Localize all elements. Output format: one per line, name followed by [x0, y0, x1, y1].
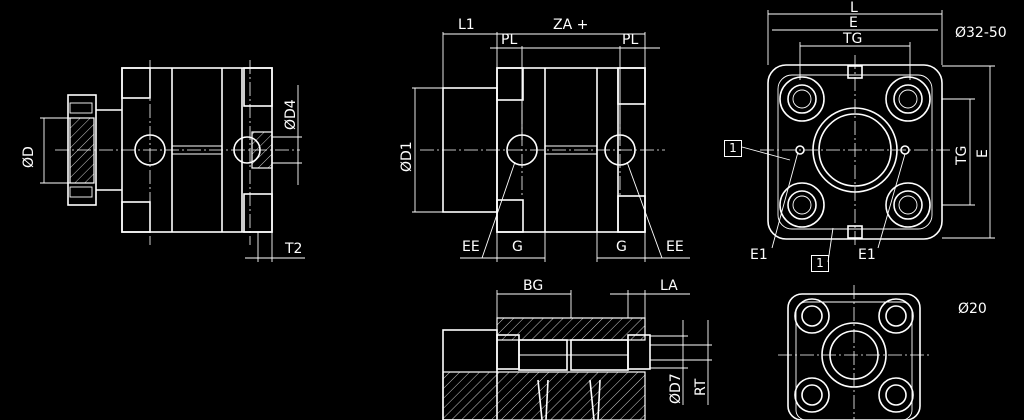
label-ee-left: EE	[462, 239, 480, 255]
label-diam-range: Ø32-50	[955, 25, 1007, 41]
callout-item-bottom: 1	[811, 255, 829, 272]
label-d4: ØD4	[283, 99, 299, 130]
label-pl-right: PL	[622, 32, 639, 48]
label-g-right: G	[616, 239, 627, 255]
front-view-middle	[412, 32, 690, 262]
label-e-side: E	[975, 149, 991, 158]
label-pl-left: PL	[501, 32, 518, 48]
label-l1: L1	[458, 17, 475, 33]
label-tg-top: TG	[843, 31, 863, 47]
label-e1-left: E1	[750, 247, 768, 263]
label-d: ØD	[21, 146, 37, 168]
label-l: L	[850, 0, 858, 16]
label-ee-right: EE	[666, 239, 684, 255]
callout-item-left: 1	[724, 140, 742, 157]
label-bg: BG	[523, 278, 544, 294]
port-top-right	[885, 76, 931, 122]
end-view-small	[778, 285, 930, 420]
label-g-left: G	[512, 239, 523, 255]
label-t2: T2	[285, 241, 303, 257]
label-tg-side: TG	[954, 145, 970, 165]
label-d7: ØD7	[668, 373, 684, 404]
port-top-left	[779, 76, 825, 122]
label-e1-right: E1	[858, 247, 876, 263]
section-view	[442, 290, 712, 420]
label-diam-small: Ø20	[958, 301, 987, 317]
label-rt: RT	[693, 378, 709, 396]
label-la: LA	[660, 278, 678, 294]
port-bottom-left	[779, 182, 825, 228]
port-bottom-right	[885, 182, 931, 228]
side-view-left	[40, 60, 305, 262]
end-view-large	[741, 10, 995, 263]
label-e-top: E	[849, 15, 858, 31]
label-za: ZA +	[553, 17, 589, 33]
label-d1: ØD1	[399, 141, 415, 172]
